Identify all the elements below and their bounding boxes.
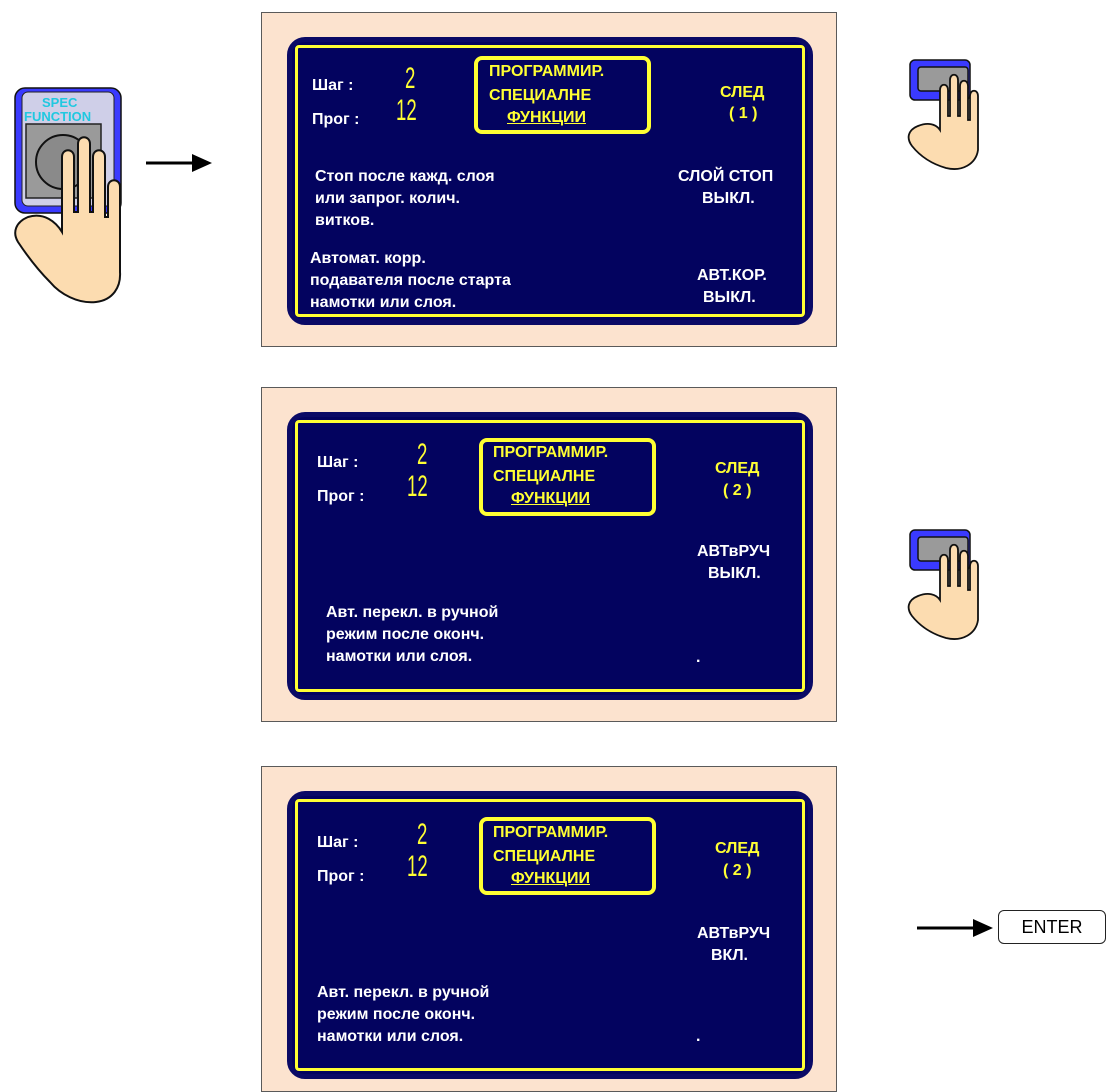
softkey-next-page: ( 1 ) [729,105,758,122]
spec-function-key[interactable]: SPEC FUNCTION [8,82,128,307]
spec-key-label-line1: SPEC [42,95,78,110]
step-value: 2 [417,438,428,471]
panel-3: Шаг : 2 Прог : 12 ПРОГРАММИР. СПЕЦИАЛНЕ … [261,766,837,1092]
prog-value: 12 [407,850,428,883]
title-box [474,56,651,134]
title-line-2: СПЕЦИАЛНЕ [493,468,596,485]
description-line-3: намотки или слоя. [326,648,473,665]
enter-button[interactable]: ENTER [998,910,1106,944]
softkey-next-label: СЛЕД [715,460,760,477]
description-line-1: Авт. перекл. в ручной [326,604,499,621]
description-2-line-1: Автомат. корр. [310,250,426,267]
hand-pressing-softkey-icon [907,529,979,640]
hand-pressing-spec-function-key-icon [14,87,122,304]
option-auto-manual-line-1: АВТвРУЧ [697,543,771,560]
step-label: Шаг : [317,454,359,471]
prog-label: Прог : [317,488,365,505]
dot-marker: . [696,1028,701,1045]
softkey-next-label: СЛЕД [720,84,765,101]
spec-key-label-line2: FUNCTION [24,109,92,124]
description-1-line-2: или запрог. колич. [315,190,460,207]
description-line-2: режим после оконч. [317,1006,476,1023]
softkey-next-page: ( 2 ) [723,862,752,879]
option-layer-stop-line-2: ВЫКЛ. [702,190,755,207]
description-line-3: намотки или слоя. [317,1028,464,1045]
display-screen-3: Шаг : 2 Прог : 12 ПРОГРАММИР. СПЕЦИАЛНЕ … [287,791,813,1079]
option-auto-manual-line-1: АВТвРУЧ [697,925,771,942]
display-screen-2: Шаг : 2 Прог : 12 ПРОГРАММИР. СПЕЦИАЛНЕ … [287,412,813,700]
title-line-1: ПРОГРАММИР. [493,824,609,841]
title-line-2: СПЕЦИАЛНЕ [493,848,596,865]
title-line-3: ФУНКЦИИ [511,490,591,507]
panel-2: Шаг : 2 Прог : 12 ПРОГРАММИР. СПЕЦИАЛНЕ … [261,387,837,722]
description-1-line-1: Стоп после кажд. слоя [315,168,495,185]
prog-value: 12 [396,94,417,127]
description-1-line-3: витков. [315,212,375,229]
title-box [479,817,656,895]
panel-1: Шаг : 2 Прог : 12 ПРОГРАММИР. СПЕЦИАЛНЕ … [261,12,837,347]
display-screen-1: Шаг : 2 Прог : 12 ПРОГРАММИР. СПЕЦИАЛНЕ … [287,37,813,325]
option-auto-manual-line-2: ВЫКЛ. [708,565,761,582]
step-label: Шаг : [312,77,354,94]
description-2-line-2: подавателя после старта [310,272,511,289]
title-line-3: ФУНКЦИИ [511,870,591,887]
step-value: 2 [417,818,428,851]
prog-value: 12 [407,470,428,503]
softkey-press-2[interactable] [906,528,986,643]
step-value: 2 [405,62,416,95]
title-box [479,438,656,516]
prog-label: Прог : [317,868,365,885]
step-label: Шаг : [317,834,359,851]
option-auto-corr-line-1: АВТ.КОР. [697,267,767,284]
arrow-right-icon [917,919,993,937]
hand-pressing-softkey-icon [907,59,979,170]
softkey-next-label: СЛЕД [715,840,760,857]
arrow-right-icon [146,154,212,172]
option-auto-manual-line-2: ВКЛ. [711,947,748,964]
description-2-line-3: намотки или слоя. [310,294,457,311]
prog-label: Прог : [312,111,360,128]
option-auto-corr-line-2: ВЫКЛ. [703,289,756,306]
title-line-1: ПРОГРАММИР. [489,63,605,80]
dot-marker: . [696,649,701,666]
softkey-press-1[interactable] [906,58,986,173]
description-line-1: Авт. перекл. в ручной [317,984,490,1001]
title-line-2: СПЕЦИАЛНЕ [489,87,592,104]
description-line-2: режим после оконч. [326,626,485,643]
title-line-3: ФУНКЦИИ [507,109,587,126]
option-layer-stop-line-1: СЛОЙ СТОП [678,168,774,185]
softkey-next-page: ( 2 ) [723,482,752,499]
title-line-1: ПРОГРАММИР. [493,444,609,461]
